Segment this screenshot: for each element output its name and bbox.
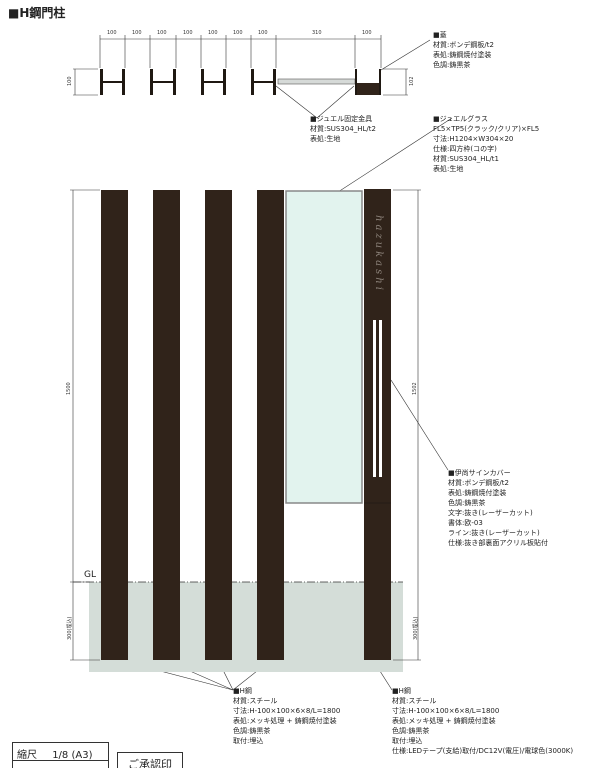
dim-label: 100 <box>183 30 193 36</box>
jewel-glass <box>285 190 363 504</box>
sign-line-cutout <box>373 320 376 477</box>
dim-label: 100 <box>362 30 372 36</box>
h-steel-post <box>101 190 128 660</box>
dim-label: 100 <box>258 30 268 36</box>
dim-label: 100 <box>208 30 218 36</box>
gl-label: GL <box>84 570 96 580</box>
dim-label: 100 <box>67 76 73 86</box>
dim-label: 102 <box>409 76 415 86</box>
dim-label: 1500 <box>66 382 72 395</box>
dim-label: 300(埋込) <box>67 616 73 640</box>
h-steel-post <box>257 190 284 660</box>
page-title: ■H鋼門柱 <box>8 6 66 20</box>
sign-lettering: hazukashi <box>373 215 384 293</box>
elevation-dimension-lines <box>70 189 421 661</box>
dim-label: 100 <box>233 30 243 36</box>
dim-label: 100 <box>107 30 117 36</box>
plan-dimension-line <box>73 35 408 96</box>
dim-label: 300(埋込) <box>413 616 419 640</box>
glass-plan-section <box>277 78 356 85</box>
sign-post <box>364 189 391 660</box>
cover-plan-section <box>355 83 381 95</box>
h-steel-post <box>153 190 180 660</box>
dim-label: 100 <box>157 30 167 36</box>
approval-stamp-box: ご承認印 <box>117 752 183 768</box>
scale-box: 縮尺 1/8 (A3) <box>12 742 109 768</box>
h-steel-post <box>205 190 232 660</box>
sign-line-cutout <box>379 320 382 477</box>
dim-label: 1502 <box>412 382 418 395</box>
ground-area <box>89 582 403 672</box>
dim-label: 100 <box>132 30 142 36</box>
approval-label: ご承認印 <box>128 758 172 768</box>
scale-label: 縮尺 <box>17 750 37 761</box>
scale-value: 1/8 (A3) <box>52 750 93 761</box>
h-steel-posts <box>101 189 391 660</box>
dim-label: 310 <box>312 30 322 36</box>
h-steel-plan-sections <box>100 69 276 95</box>
